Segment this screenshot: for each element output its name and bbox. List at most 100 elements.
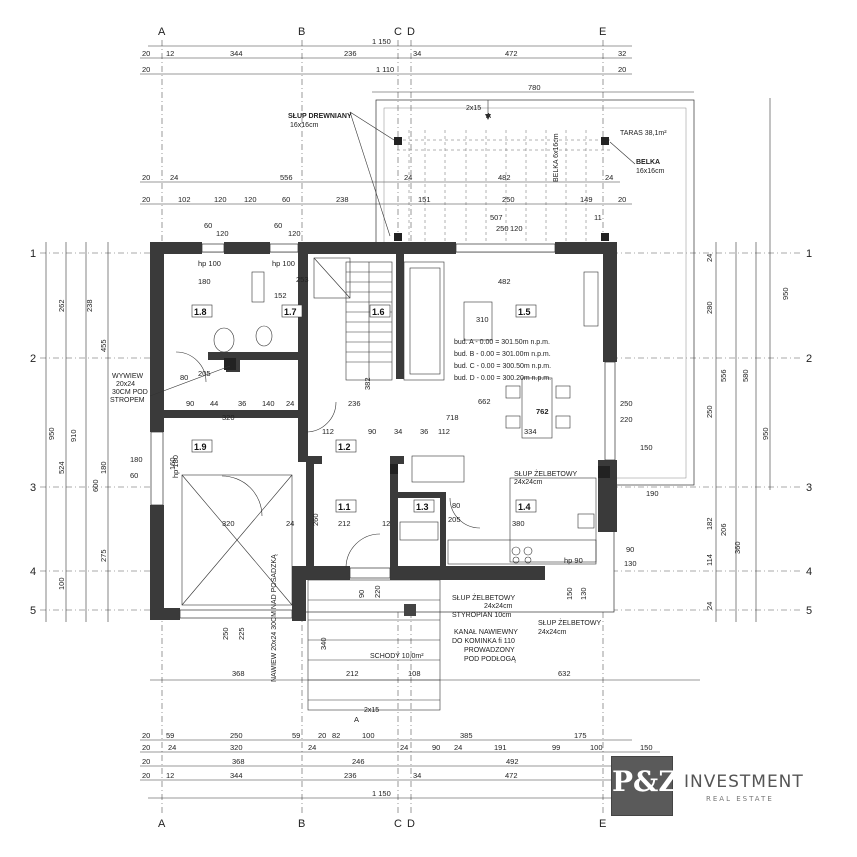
axis-label-4: 4 [30,566,36,578]
label-bud-b: bud. B - 0.00 = 301.00m n.p.m. [454,351,551,358]
dim-label: 180 [99,461,108,474]
dim-label: 24 [308,743,316,752]
room-label-1-1: 1.1 [338,502,351,512]
axis-label-D: D [407,26,415,38]
label-bud-d: bud. D - 0.00 = 300.20m n.p.m. [454,375,551,382]
label-kanal-1: KANAŁ NAWIEWNY [454,629,518,636]
dim-label: 59 [166,731,174,740]
dim-label: 600 [91,479,100,492]
dim-label: 556 [719,369,728,382]
dim-label: 24 [400,743,408,752]
inner-annotations: 180 152 253 310 482 80 205 90 44 320 36 … [130,259,659,650]
dim-label: 220 [373,585,382,598]
axis-label-5-right: 5 [806,605,812,617]
dim-label: 524 [57,461,66,474]
label-table-762: 762 [536,407,549,416]
dim-label: 492 [506,757,519,766]
dim-label: 250 [496,224,509,233]
dim-label: 482 [498,173,511,182]
dim-label: 662 [478,397,491,406]
dim-label: 12 [166,49,174,58]
dim-label: 20 [142,743,150,752]
dim-label: 190 [646,489,659,498]
dim-label: 120 [244,195,257,204]
dim-label: 24 [705,254,714,262]
dim-label: 114 [705,554,714,566]
dim-label: 82 [332,731,340,740]
dim-label: 120 [510,224,523,233]
axis-label-2-right: 2 [806,353,812,365]
label-slup-zelbetowy-1: SŁUP ŻELBETOWY [452,593,515,602]
dim-label: 149 [580,195,593,204]
axis-label-B: B [298,26,305,38]
dim-label: 320 [222,519,235,528]
dim-label: 24 [286,519,294,528]
axis-label-A-bottom: A [158,818,166,830]
right-dimensions: 950 950 280 556 580 250 206 360 24 182 1… [705,98,790,622]
dim-label: 360 [733,541,742,554]
label-kanal-4: POD PODŁOGĄ [464,656,516,663]
dim-label: 150 [640,443,653,452]
dim-label: 44 [210,399,218,408]
windows [150,243,616,619]
label-slup-drewniany: SŁUP DREWNIANY [288,113,352,120]
dim-label: 250 [221,627,230,640]
dim-label: 100 [362,731,375,740]
logo-monogram: P&Z [612,765,679,798]
dim-label: 253 [296,275,309,284]
dim-label: 340 [319,637,328,650]
dim-label: 205 [448,515,461,524]
dim-label: 182 [705,517,714,530]
label-slup-zelbetowy-2: SŁUP ŻELBETOWY [538,618,601,627]
dim-label: 20 [142,65,150,74]
dim-label: 90 [186,399,194,408]
dim-label: 320 [222,413,235,422]
dim-label: 236 [344,49,357,58]
dim-label: 60 [130,471,138,480]
label-stair-2x15-top: 2x15 [466,105,481,112]
bottom-dimensions: 368 212 108 632 20 59 250 59 20 82 100 3… [140,669,700,799]
label-bud-c: bud. C - 0.00 = 300.50m n.p.m. [454,363,551,370]
dim-label: 20 [142,731,150,740]
dim-label: 112 [322,427,334,436]
dim-label: 24 [605,173,613,182]
room-label-1-4: 1.4 [518,502,531,512]
dim-label: 175 [574,731,587,740]
dim-label: 250 [230,731,243,740]
dim-label: 90 [432,743,440,752]
dim-label: 20 [142,195,150,204]
dim-label: 99 [552,743,560,752]
label-wywiew-1: WYWIEW [112,373,143,380]
dim-label: 80 [180,373,188,382]
dim-label: 310 [476,315,489,324]
dim-label: 24 [168,743,176,752]
axis-label-3-right: 3 [806,482,812,494]
dim-label: 90 [357,590,366,598]
axis-label-E-bottom: E [599,818,606,830]
dim-label: 191 [494,743,507,752]
axis-labels: A B C D E A B C D E 1 2 3 4 5 1 2 3 4 5 [30,26,812,830]
dim-label: 60 [204,221,212,230]
dim-label: 206 [719,523,728,536]
dim-label: 112 [438,427,450,436]
dim-label: 368 [232,757,245,766]
label-slup-zelbetowy-2-size: 24x24cm [538,629,567,636]
label-slup-zelbetowy-1-size: 24x24cm [484,603,513,610]
room-label-1-9: 1.9 [194,442,207,452]
top-dimensions: 1 150 20 12 344 236 34 472 32 20 1 110 2… [140,37,694,238]
label-slup-zelbetowy-3: SŁUP ŻELBETOWY [514,469,577,478]
dim-label: 334 [524,427,537,436]
label-wywiew-3: 30CM POD [112,389,148,396]
axis-label-5: 5 [30,605,36,617]
label-kanal-2: DO KOMINKA fi 110 [452,638,515,645]
dim-label: 238 [85,299,94,312]
dim-label: 151 [418,195,431,204]
label-belka: BELKA [636,159,660,166]
label-belka-size: 16x16cm [636,168,665,175]
axis-label-C: C [394,26,402,38]
dim-label: 482 [498,277,511,286]
dim-label: 20 [318,731,326,740]
dim-label: 250 [502,195,515,204]
dim-label: 120 [216,229,229,238]
dim-label: 90 [626,545,634,554]
